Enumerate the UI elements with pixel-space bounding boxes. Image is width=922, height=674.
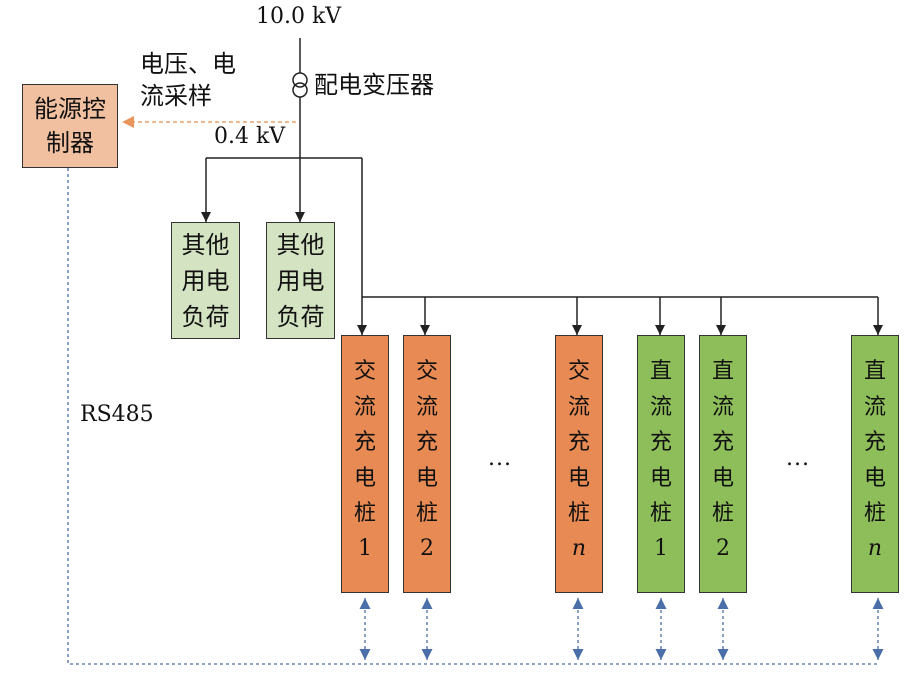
transformer-icon — [292, 72, 308, 98]
ac-pile-n: 交流充电桩 n — [555, 335, 603, 593]
energy-controller-label: 能源控制器 — [34, 95, 106, 157]
other-load-box-1: 其他用电负荷 — [171, 222, 240, 339]
dc-pile-label: 直流充电桩 — [711, 359, 734, 526]
ac-pile-label: 交流充电桩 — [353, 359, 376, 526]
ac-pile-2: 交流充电桩 2 — [403, 335, 451, 593]
dc-pile-index: n — [867, 535, 883, 561]
ac-pile-index: n — [571, 535, 587, 561]
rs485-label: RS485 — [80, 402, 154, 427]
low-voltage-label: 0.4 kV — [214, 124, 286, 149]
dc-pile-2: 直流充电桩 2 — [699, 335, 747, 593]
dc-pile-label: 直流充电桩 — [863, 359, 886, 526]
sampling-label: 电压、电流采样 — [140, 50, 236, 110]
ac-ellipsis: ... — [488, 446, 512, 471]
ac-pile-label: 交流充电桩 — [567, 359, 590, 526]
source-voltage-label: 10.0 kV — [256, 4, 342, 29]
dc-pile-label: 直流充电桩 — [649, 359, 672, 526]
ac-pile-label: 交流充电桩 — [415, 359, 438, 526]
transformer-label: 配电变压器 — [314, 71, 434, 99]
dc-pile-index: 2 — [716, 535, 730, 561]
ac-pile-index: 1 — [358, 535, 372, 561]
ac-pile-index: 2 — [420, 535, 434, 561]
dc-pile-1: 直流充电桩 1 — [637, 335, 685, 593]
energy-controller-box: 能源控制器 — [22, 84, 118, 168]
dc-ellipsis: ... — [786, 446, 810, 471]
other-load-box-2: 其他用电负荷 — [266, 222, 335, 339]
dc-pile-n: 直流充电桩 n — [851, 335, 899, 593]
other-load-label: 其他用电负荷 — [276, 230, 325, 331]
other-load-label: 其他用电负荷 — [181, 230, 230, 331]
dc-pile-index: 1 — [654, 535, 668, 561]
ac-pile-1: 交流充电桩 1 — [341, 335, 389, 593]
